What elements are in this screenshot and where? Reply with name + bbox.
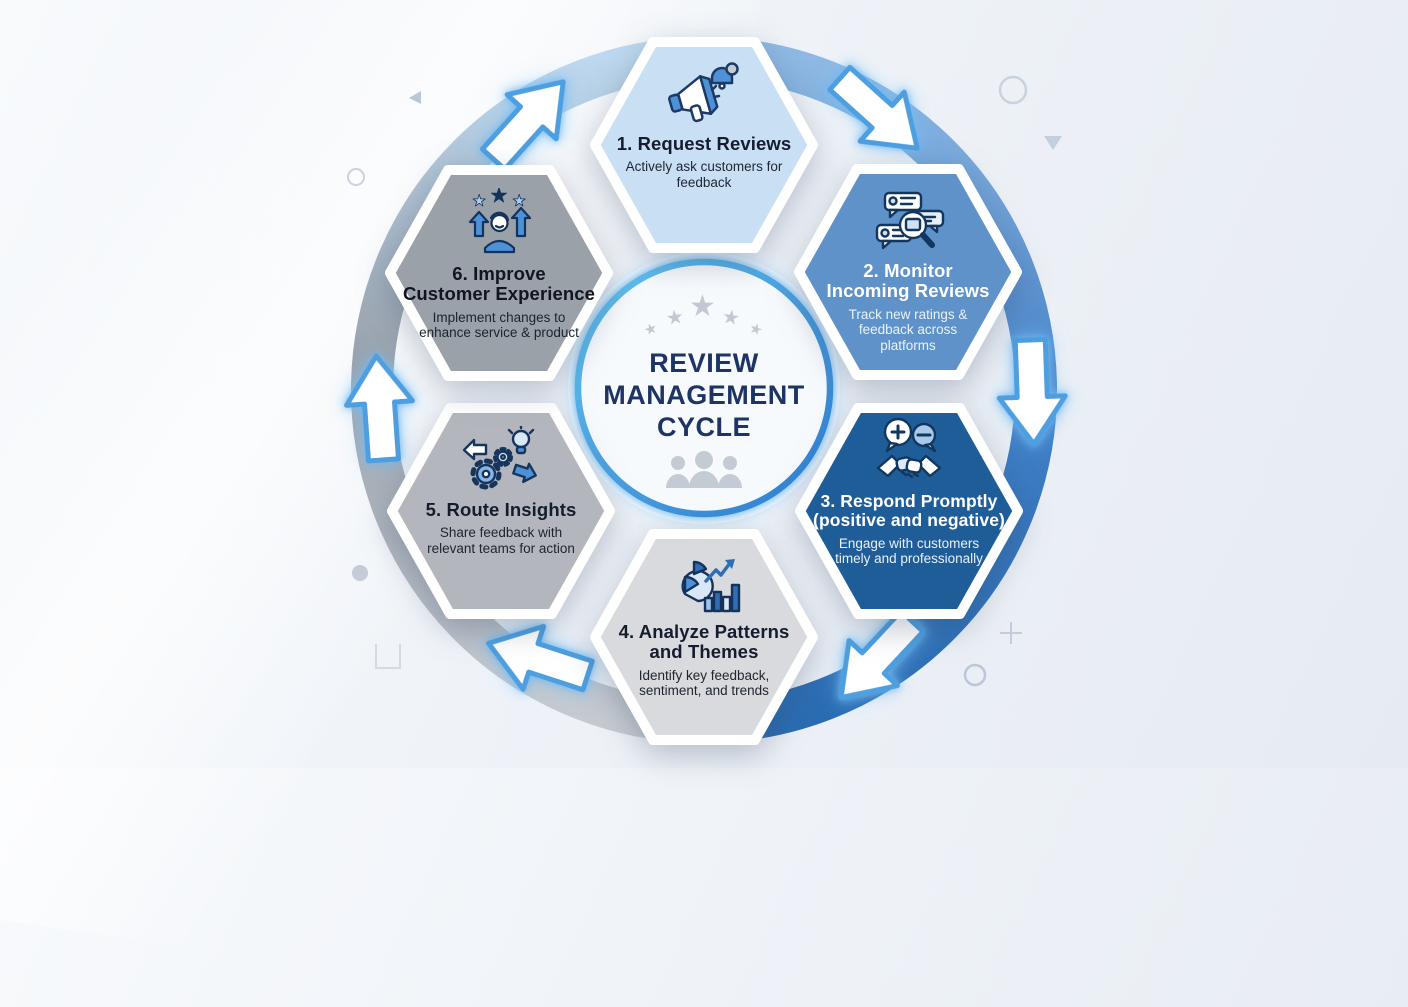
- step-3-hexagon: 3. Respond Promptly (positive and negati…: [794, 402, 1024, 620]
- step-2-hexagon: 2. Monitor Incoming Reviews Track new ra…: [793, 163, 1023, 381]
- step-2-subtitle: Track new ratings & feedback across plat…: [848, 306, 968, 353]
- background-decorations: [347, 75, 1062, 687]
- step-1-hexagon: 1. Request Reviews Actively ask customer…: [589, 36, 819, 254]
- step-6-hexagon: ★ ★ ★ 6. Improve Customer Experience Imp…: [384, 164, 614, 382]
- step-1-title: 1. Request Reviews: [616, 133, 792, 154]
- center-circle: ★ ★ ★ ★ ★ REVIEW MANAGEMENT CYCLE: [554, 238, 854, 538]
- cycle-arrows: [344, 64, 1068, 700]
- step-4-title-line2: and Themes: [649, 641, 759, 663]
- step-5-hexagon: 5. Route Insights Share feedback with re…: [386, 402, 616, 620]
- arrow-up-right-icon: [479, 79, 566, 172]
- step-4-hexagon: 4. Analyze Patterns and Themes Identify …: [589, 528, 819, 746]
- glowing-ring: [574, 258, 834, 518]
- megaphone-bell-icon: [668, 62, 739, 123]
- arrow-up-icon: [344, 353, 415, 464]
- center-title-line-2: MANAGEMENT: [603, 380, 805, 410]
- triangle-left-icon: [409, 91, 421, 104]
- step-2-title-line2: Incoming Reviews: [826, 280, 990, 302]
- plus-icon: [1000, 622, 1022, 644]
- triangle-down-icon: [1044, 136, 1062, 150]
- step-6-subtitle: Implement changes to enhance service & p…: [419, 309, 579, 341]
- circle-outline-icon: [998, 75, 1028, 105]
- reviews-search-icon: [875, 191, 945, 250]
- circle-outline-small-icon: [963, 663, 987, 687]
- step-1-subtitle: Actively ask customers for feedback: [625, 159, 783, 190]
- step-4-subtitle: Identify key feedback, sentiment, and tr…: [638, 667, 770, 699]
- dot-icon: [352, 565, 368, 581]
- step-3-subtitle: Engage with customers timely and profess…: [835, 535, 983, 567]
- center-title-line-1: REVIEW: [649, 348, 759, 378]
- step-5-subtitle: Share feedback with relevant teams for a…: [427, 525, 575, 556]
- small-circle-outline-icon: [347, 168, 365, 186]
- center-title-line-3: CYCLE: [656, 412, 751, 442]
- arrow-down-left-icon: [838, 608, 926, 700]
- arrow-up-left-icon: [486, 623, 595, 693]
- arrow-down-right-icon: [827, 64, 920, 151]
- bracket-icon: [375, 644, 401, 669]
- gears-lightbulb-icon: [462, 426, 537, 490]
- people-group-icon: [666, 451, 742, 488]
- svg-text:★: ★: [472, 193, 486, 210]
- step-6-title-line2: Customer Experience: [402, 283, 596, 305]
- svg-text:★: ★: [512, 193, 526, 210]
- step-5-title: 5. Route Insights: [425, 499, 577, 520]
- step-3-title: 3. Respond Promptly: [820, 491, 998, 511]
- diagram-canvas: [344, 37, 1068, 743]
- pie-bar-chart-icon: [681, 559, 741, 613]
- step-4-title: 4. Analyze Patterns: [618, 621, 790, 642]
- step-2-title: 2. Monitor: [863, 260, 953, 281]
- step-6-title: 6. Improve: [452, 263, 546, 284]
- arrow-down-icon: [996, 337, 1068, 447]
- customer-growth-icon: ★ ★ ★: [468, 188, 532, 254]
- handshake-feedback-icon: [876, 417, 942, 479]
- step-3-title-line2: (positive and negative): [813, 510, 1005, 531]
- svg-text:★: ★: [490, 188, 508, 207]
